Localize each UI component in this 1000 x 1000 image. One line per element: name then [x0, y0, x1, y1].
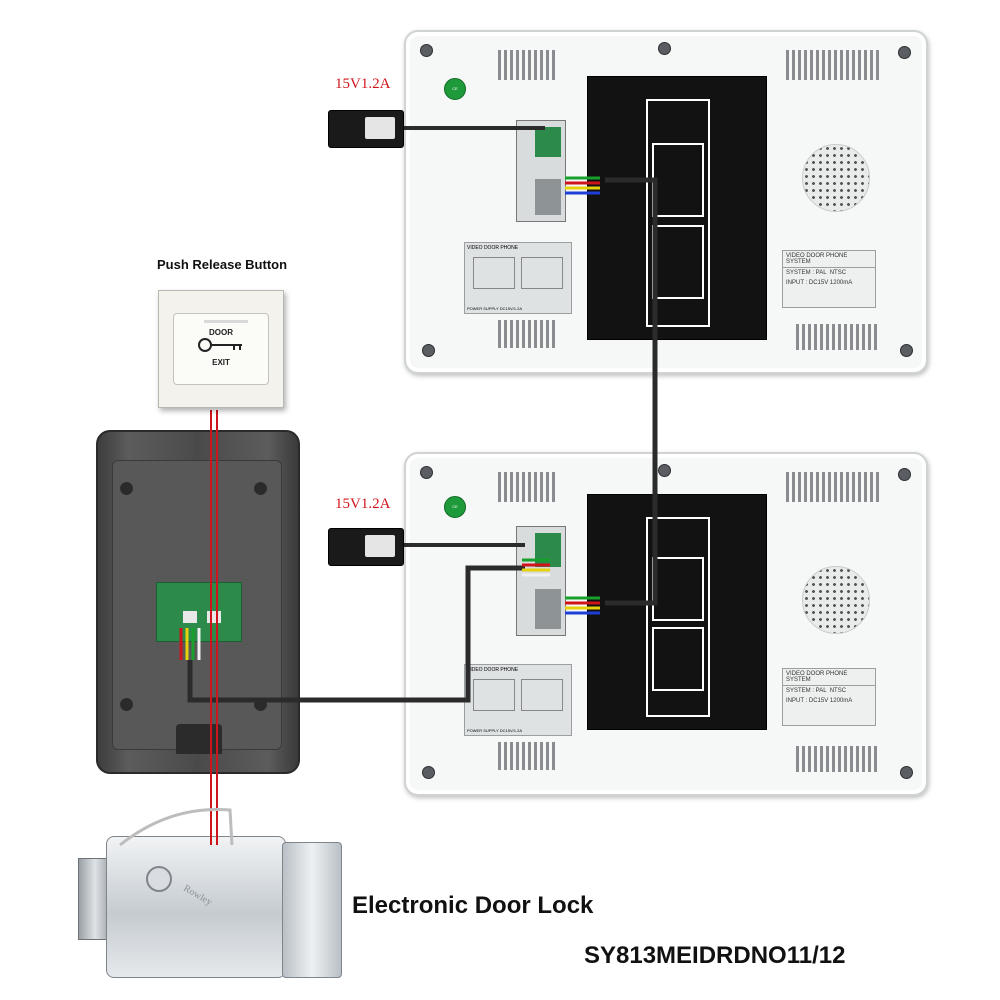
- screw-icon: [420, 44, 433, 57]
- screw-icon: [422, 766, 435, 779]
- wall-bracket-top: [587, 76, 767, 340]
- screw-icon: [420, 466, 433, 479]
- lock-cylinder: [146, 866, 172, 892]
- spec-ntsc: NTSC: [829, 270, 847, 276]
- screw-icon: [120, 698, 133, 711]
- lens-housing: [176, 724, 222, 754]
- key-icon: [198, 338, 242, 352]
- push-release-button-caption: Push Release Button: [157, 257, 288, 272]
- model-number: SY813MEIDRDNO11/12: [584, 942, 846, 969]
- speaker-grille-icon: [802, 566, 870, 634]
- circuit-board: [156, 582, 242, 642]
- spec-system: SYSTEM : PAL: [786, 270, 827, 276]
- vent-grille: [796, 324, 896, 350]
- power-rating-top: 15V1.2A: [335, 76, 391, 92]
- terminal-block-top: [516, 120, 566, 222]
- vent-grille: [786, 472, 896, 502]
- spec-title: VIDEO DOOR PHONE SYSTEM: [783, 251, 875, 268]
- screw-icon: [898, 468, 911, 481]
- spec-label: VIDEO DOOR PHONE SYSTEM SYSTEM : PAL NTS…: [782, 668, 876, 726]
- screw-icon: [422, 344, 435, 357]
- spec-ntsc: NTSC: [829, 688, 847, 694]
- power-adapter-top: [328, 110, 404, 148]
- wiring-schematic-label: VIDEO DOOR PHONE POWER SUPPLY DC15V/1.2A: [464, 664, 572, 736]
- screw-icon: [658, 464, 671, 477]
- wiring-schematic-label: VIDEO DOOR PHONE POWER SUPPLY DC15V/1.2A: [464, 242, 572, 314]
- vent-grille: [498, 320, 568, 348]
- spec-current: 1200mA: [829, 698, 853, 704]
- vent-grille: [498, 742, 568, 770]
- door-label: DOOR: [209, 328, 233, 337]
- spec-input: INPUT : DC15V: [786, 280, 829, 286]
- power-rating-bottom: 15V1.2A: [335, 496, 391, 512]
- spec-title: VIDEO DOOR PHONE SYSTEM: [783, 669, 875, 686]
- schematic-power: POWER SUPPLY DC15V/1.2A: [467, 728, 522, 733]
- exit-label: EXIT: [212, 358, 230, 367]
- door-lock-caption: Electronic Door Lock: [352, 892, 594, 919]
- certification-badge-icon: CE: [444, 496, 466, 518]
- speaker-grille-icon: [802, 144, 870, 212]
- vent-grille: [498, 50, 568, 80]
- screw-icon: [658, 42, 671, 55]
- spec-label: VIDEO DOOR PHONE SYSTEM SYSTEM : PAL NTS…: [782, 250, 876, 308]
- electronic-door-lock: Rowley: [78, 836, 346, 986]
- spec-input: INPUT : DC15V: [786, 698, 829, 704]
- schematic-power: POWER SUPPLY DC15V/1.2A: [467, 306, 522, 311]
- outdoor-camera-unit: [96, 430, 300, 774]
- terminal-block-bottom: [516, 526, 566, 636]
- push-release-button[interactable]: DOOR EXIT: [158, 290, 284, 408]
- schematic-title: VIDEO DOOR PHONE: [467, 245, 519, 251]
- certification-badge-icon: CE: [444, 78, 466, 100]
- vent-grille: [498, 472, 568, 502]
- spec-system: SYSTEM : PAL: [786, 688, 827, 694]
- vent-grille: [786, 50, 896, 80]
- wall-bracket-bottom: [587, 494, 767, 730]
- screw-icon: [120, 482, 133, 495]
- screw-icon: [900, 766, 913, 779]
- screw-icon: [254, 482, 267, 495]
- power-adapter-bottom: [328, 528, 404, 566]
- schematic-title: VIDEO DOOR PHONE: [467, 667, 519, 673]
- screw-icon: [898, 46, 911, 59]
- screw-icon: [900, 344, 913, 357]
- screw-icon: [254, 698, 267, 711]
- vent-grille: [796, 746, 896, 772]
- spec-current: 1200mA: [829, 280, 853, 286]
